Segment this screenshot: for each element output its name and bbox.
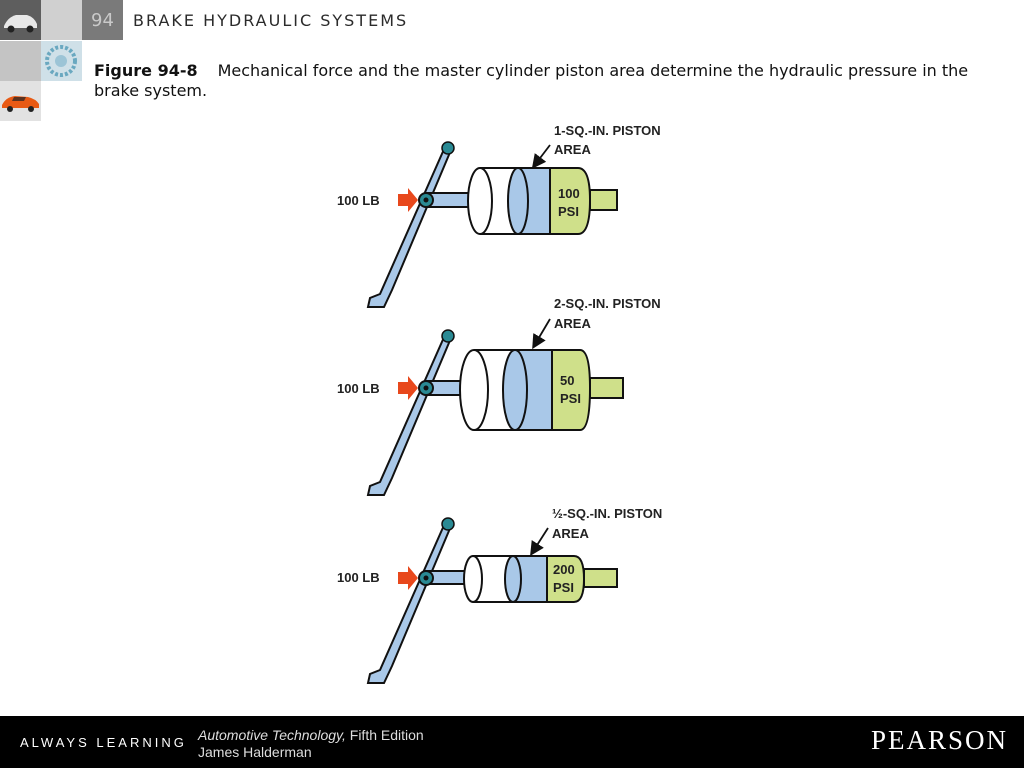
pressure-value-3: 200 [553, 562, 575, 577]
footer-bar: ALWAYS LEARNING Automotive Technology, F… [0, 716, 1024, 768]
book-info: Automotive Technology, Fifth Edition Jam… [198, 727, 424, 761]
pressure-unit-1: PSI [558, 204, 579, 219]
book-title: Automotive Technology, [198, 727, 346, 743]
diagram-row-1: 100 LB 1-SQ.-IN. PISTON AREA 100 PSI [337, 123, 661, 307]
force-label-3: 100 LB [337, 570, 380, 585]
piston-face-3 [505, 556, 521, 602]
caption-text: Mechanical force and the master cylinder… [94, 61, 968, 100]
cylinder-end-3 [464, 556, 482, 602]
pedal-top-knob-1 [442, 142, 454, 154]
leader-arrow-2 [534, 319, 550, 346]
fluid-outlet-3 [584, 569, 617, 587]
pedal-top-knob-3 [442, 518, 454, 530]
cylinder-end-2 [460, 350, 488, 430]
publisher-logo: PEARSON [871, 725, 1008, 756]
car-thumbnail-image [0, 0, 41, 40]
piston-area-label-2b: AREA [554, 316, 591, 331]
gear-thumbnail-image [41, 41, 82, 81]
cylinder-end-1 [468, 168, 492, 234]
force-label-2: 100 LB [337, 381, 380, 396]
brake-pedal-1 [368, 147, 451, 307]
pivot-pin-2 [424, 386, 429, 391]
piston-area-label-1b: AREA [554, 142, 591, 157]
brake-pedal-2 [368, 335, 451, 495]
pressure-unit-2: PSI [560, 391, 581, 406]
force-arrow-3 [398, 566, 418, 590]
piston-area-label-3b: AREA [552, 526, 589, 541]
pivot-pin-1 [424, 198, 429, 203]
force-arrow-2 [398, 376, 418, 400]
master-cylinder-diagram: 100 LB 1-SQ.-IN. PISTON AREA 100 PSI 100… [320, 110, 700, 710]
diagram-row-3: 100 LB ½-SQ.-IN. PISTON AREA 200 PSI [337, 506, 662, 683]
fluid-outlet-2 [590, 378, 623, 398]
piston-area-label-1: 1-SQ.-IN. PISTON [554, 123, 661, 138]
figure-label: Figure 94-8 [94, 61, 198, 80]
chapter-number: 94 [91, 10, 114, 31]
pressure-unit-3: PSI [553, 580, 574, 595]
piston-face-1 [508, 168, 528, 234]
pressure-value-1: 100 [558, 186, 580, 201]
chapter-title: BRAKE HYDRAULIC SYSTEMS [133, 11, 408, 30]
chapter-number-box: 94 [82, 0, 123, 40]
piston-area-label-3: ½-SQ.-IN. PISTON [552, 506, 662, 521]
pedal-top-knob-2 [442, 330, 454, 342]
piston-area-label-2: 2-SQ.-IN. PISTON [554, 296, 661, 311]
force-label-1: 100 LB [337, 193, 380, 208]
header-thumbnails [0, 0, 41, 122]
pivot-pin-3 [424, 576, 429, 581]
book-edition: Fifth Edition [346, 727, 424, 743]
brake-pedal-3 [368, 523, 451, 683]
header-gray-tile [0, 41, 41, 81]
piston-face-2 [503, 350, 527, 430]
fluid-chamber-2 [552, 350, 590, 430]
leader-arrow-3 [532, 528, 548, 553]
fluid-chamber-1 [550, 168, 590, 234]
diagram-row-2: 100 LB 2-SQ.-IN. PISTON AREA 50 PSI [337, 296, 661, 495]
pressure-value-2: 50 [560, 373, 574, 388]
footer-tagline: ALWAYS LEARNING [20, 735, 187, 750]
sports-car-thumbnail-image [0, 81, 41, 121]
leader-arrow-1 [534, 145, 550, 166]
fluid-outlet-1 [590, 190, 617, 210]
force-arrow-1 [398, 188, 418, 212]
header-gray-tile-top [41, 0, 82, 40]
book-author: James Halderman [198, 744, 424, 761]
